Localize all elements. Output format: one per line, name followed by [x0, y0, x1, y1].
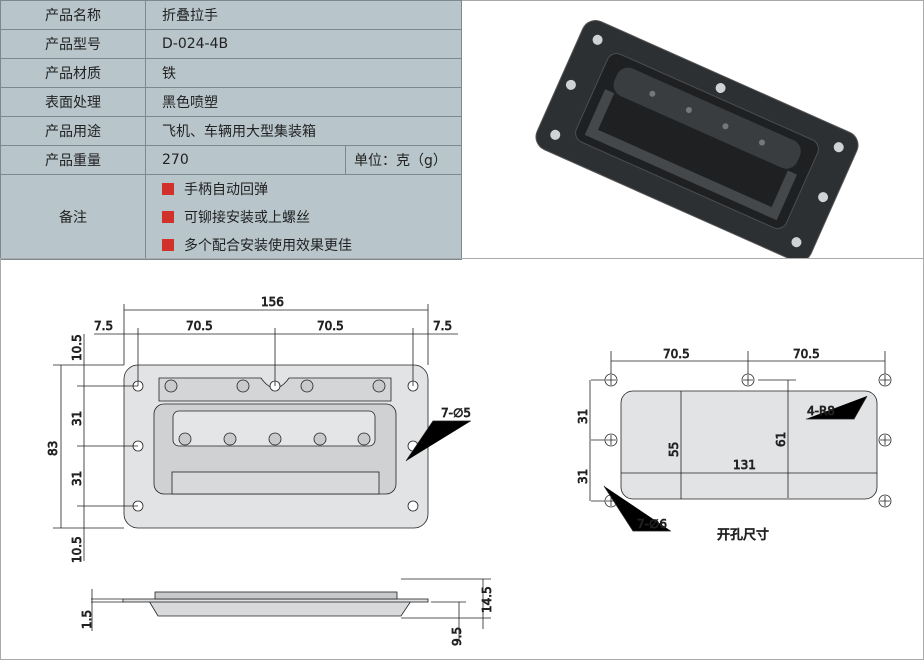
- row-label: 产品型号: [0, 29, 146, 59]
- dim-depth: 9.5: [450, 627, 464, 646]
- row-value: 铁: [145, 58, 462, 88]
- product-photo: [462, 0, 924, 262]
- dim-edge-left: 7.5: [94, 319, 113, 333]
- table-row: 产品材质铁: [0, 58, 462, 88]
- cut-dim-pitch-right: 70.5: [793, 347, 820, 361]
- dim-holes: 7-∅5: [441, 406, 471, 420]
- notes-list: 手柄自动回弹 可铆接安装或上螺丝 多个配合安装使用效果更佳: [145, 174, 462, 260]
- cut-dim-pitch-left: 70.5: [663, 347, 690, 361]
- note-item: 手柄自动回弹: [162, 175, 461, 203]
- cutout-view: 70.5 70.5 31 31 55 61 131 4-R8 7-∅6 开孔尺寸: [576, 347, 892, 543]
- dim-pitch-left: 70.5: [186, 319, 213, 333]
- dim-bottom-margin: 10.5: [70, 536, 84, 563]
- dim-v-pitch1: 31: [70, 411, 84, 426]
- dim-total-height: 14.5: [480, 586, 494, 613]
- row-label: 产品用途: [0, 116, 146, 146]
- row-label: 产品名称: [0, 0, 146, 30]
- handle-photo-illustration: [535, 20, 859, 262]
- row-label: 产品材质: [0, 58, 146, 88]
- dim-overall-width: 156: [261, 295, 284, 309]
- technical-drawings: 156 7.5 70.5 70.5 7.5 7-∅5 10.5 83 31 31…: [46, 295, 892, 646]
- table-row: 表面处理黑色喷塑: [0, 87, 462, 117]
- cut-dim-width: 131: [733, 458, 756, 472]
- notes-label: 备注: [0, 174, 146, 260]
- table-row: 产品名称折叠拉手: [0, 0, 462, 30]
- row-value: 飞机、车辆用大型集装箱: [145, 116, 462, 146]
- note-text: 可铆接安装或上螺丝: [184, 210, 310, 226]
- cut-dim-inner-height: 55: [667, 442, 681, 457]
- unit-label: 单位：克（g）: [345, 145, 462, 175]
- dim-thickness: 1.5: [80, 610, 94, 629]
- note-text: 多个配合安装使用效果更佳: [184, 238, 352, 254]
- dim-edge-right: 7.5: [433, 319, 452, 333]
- bullet-square-icon: [162, 183, 174, 195]
- table-row: 备注 手柄自动回弹 可铆接安装或上螺丝 多个配合安装使用效果更佳: [0, 174, 462, 260]
- row-value: 折叠拉手: [145, 0, 462, 30]
- note-text: 手柄自动回弹: [184, 182, 268, 198]
- bullet-square-icon: [162, 211, 174, 223]
- drawing-panel: 156 7.5 70.5 70.5 7.5 7-∅5 10.5 83 31 31…: [0, 258, 924, 660]
- cut-dim-v-pitch2: 31: [576, 469, 590, 484]
- front-view: 156 7.5 70.5 70.5 7.5 7-∅5 10.5 83 31 31…: [46, 295, 472, 564]
- side-view: 1.5 14.5 9.5: [80, 578, 494, 646]
- cut-dim-holes: 7-∅6: [637, 517, 667, 531]
- row-value: 270: [145, 145, 346, 175]
- row-value: D-024-4B: [145, 29, 462, 59]
- row-label: 产品重量: [0, 145, 146, 175]
- row-value: 黑色喷塑: [145, 87, 462, 117]
- dim-height: 83: [46, 441, 60, 456]
- row-label: 表面处理: [0, 87, 146, 117]
- cut-dim-radius: 4-R8: [807, 404, 835, 418]
- dim-pitch-right: 70.5: [317, 319, 344, 333]
- note-item: 多个配合安装使用效果更佳: [162, 231, 461, 259]
- dim-top-margin: 10.5: [70, 334, 84, 361]
- cut-dim-v-pitch1: 31: [576, 409, 590, 424]
- cutout-caption: 开孔尺寸: [717, 528, 769, 543]
- cut-dim-hole-span: 61: [774, 432, 788, 447]
- table-row: 产品用途飞机、车辆用大型集装箱: [0, 116, 462, 146]
- note-item: 可铆接安装或上螺丝: [162, 203, 461, 231]
- bullet-square-icon: [162, 239, 174, 251]
- dim-v-pitch2: 31: [70, 471, 84, 486]
